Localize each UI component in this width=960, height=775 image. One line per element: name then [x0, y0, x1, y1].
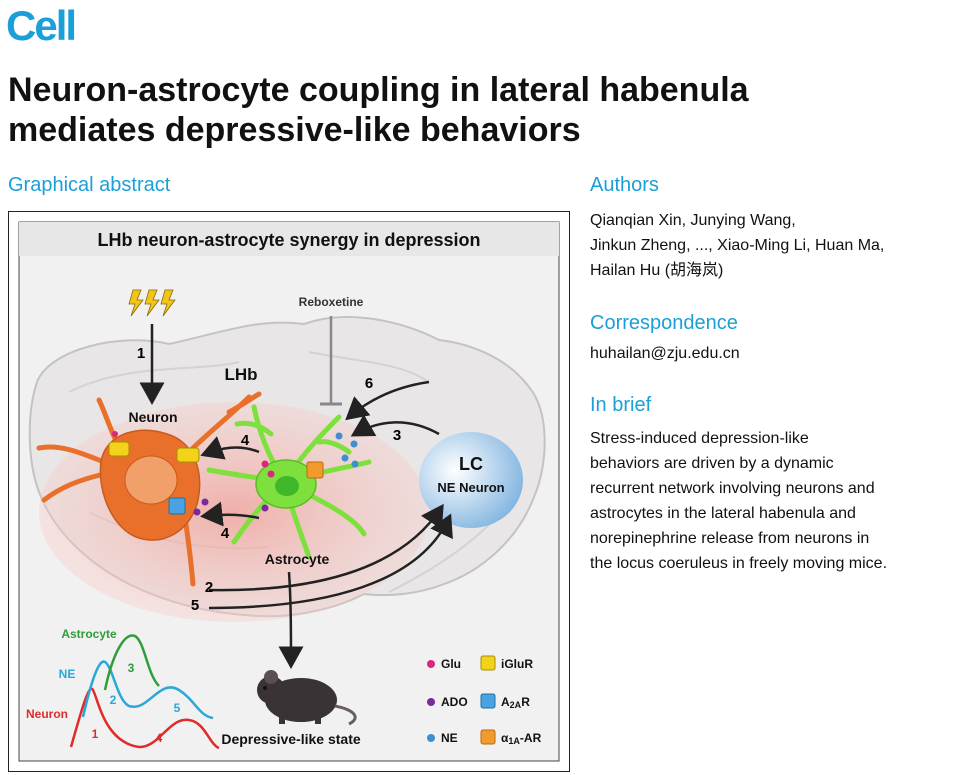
panel-title: LHb neuron-astrocyte synergy in depressi… [97, 230, 480, 250]
legend-iglur: iGluR [501, 657, 533, 671]
reboxetine-label: Reboxetine [299, 295, 364, 309]
neuron-label: Neuron [129, 409, 178, 425]
activity-traces [69, 634, 220, 750]
ado-dot-icon [427, 698, 435, 706]
in-brief-line: recurrent network involving neurons and [590, 480, 875, 497]
authors-heading: Authors [590, 174, 659, 196]
title-line-2: mediates depressive-like behaviors [8, 111, 581, 149]
in-brief-line: Stress-induced depression-like [590, 430, 809, 447]
trace-astrocyte-label: Astrocyte [61, 627, 117, 641]
trace-number: 4 [156, 731, 163, 745]
a2ar-receptor-icon [168, 497, 186, 515]
mouse-icon [257, 670, 357, 726]
lc-label: LC [459, 454, 483, 474]
brain-folds [68, 351, 510, 593]
iglur-receptor-icon [176, 447, 200, 463]
ne-dot-icon [427, 734, 435, 742]
outcome-label: Depressive-like state [221, 731, 361, 747]
step-number: 4 [221, 525, 230, 542]
in-brief-line: norepinephrine release from neurons in [590, 530, 870, 547]
legend-a1ar: α1A-AR [501, 731, 542, 746]
article-title: Neuron-astrocyte coupling in lateral hab… [8, 70, 938, 150]
graphical-abstract-heading: Graphical abstract [8, 174, 171, 196]
authors-line-2: Jinkun Zheng, ..., Xiao-Ming Li, Huan Ma… [590, 237, 885, 254]
legend: Glu iGluR ADO A2AR NE α1A-AR [427, 655, 542, 746]
trace-ne-label: NE [59, 667, 76, 681]
iglur-receptor-icon [108, 441, 130, 457]
neuron-cell [36, 391, 262, 587]
step-number: 6 [365, 375, 373, 392]
correspondence-heading: Correspondence [590, 312, 738, 334]
trace-number: 3 [128, 661, 135, 675]
in-brief-heading: In brief [590, 394, 652, 416]
stimulus-lightning-icon [128, 289, 176, 317]
panel-title-bar [19, 222, 559, 256]
in-brief-line: the locus coeruleus in freely moving mic… [590, 555, 888, 572]
abstract-illustration: LHb neuron-astrocyte synergy in depressi… [18, 221, 560, 762]
journal-logo: Cell [6, 2, 77, 49]
step-number: 1 [137, 345, 145, 362]
step-number: 2 [205, 579, 213, 596]
glu-dot-icon [427, 660, 435, 668]
lhb-label: LHb [224, 365, 257, 384]
pathway-arrows [200, 380, 453, 669]
legend-glu: Glu [441, 657, 461, 671]
legend-ado: ADO [441, 695, 468, 709]
in-brief-text: Stress-induced depression-like behaviors… [590, 426, 955, 576]
correspondence-email[interactable]: huhailan@zju.edu.cn [590, 345, 740, 362]
a1ar-legend-icon [480, 729, 496, 745]
legend-a2ar: A2AR [501, 695, 530, 710]
in-brief-line: behaviors are driven by a dynamic [590, 455, 834, 472]
step-number: 5 [191, 597, 199, 614]
a2ar-legend-icon [480, 693, 496, 709]
lc-region [419, 432, 523, 528]
trace-number: 1 [92, 727, 99, 741]
in-brief-line: astrocytes in the lateral habenula and [590, 505, 856, 522]
iglur-legend-icon [480, 655, 496, 671]
step-number: 4 [241, 432, 250, 449]
legend-ne: NE [441, 731, 458, 745]
authors-list: Qianqian Xin, Junying Wang, Jinkun Zheng… [590, 208, 955, 283]
lc-ne-neuron-label: NE Neuron [437, 480, 504, 495]
authors-line-1: Qianqian Xin, Junying Wang, [590, 212, 796, 229]
step-number: 3 [393, 427, 401, 444]
astrocyte-label: Astrocyte [265, 551, 330, 567]
trace-number: 2 [110, 693, 117, 707]
graphical-abstract-figure: LHb neuron-astrocyte synergy in depressi… [8, 211, 570, 772]
trace-number: 5 [174, 701, 181, 715]
title-line-1: Neuron-astrocyte coupling in lateral hab… [8, 71, 749, 109]
a1ar-receptor-icon [306, 461, 324, 479]
trace-neuron-label: Neuron [26, 707, 68, 721]
authors-line-3: Hailan Hu (胡海岚) [590, 262, 724, 279]
